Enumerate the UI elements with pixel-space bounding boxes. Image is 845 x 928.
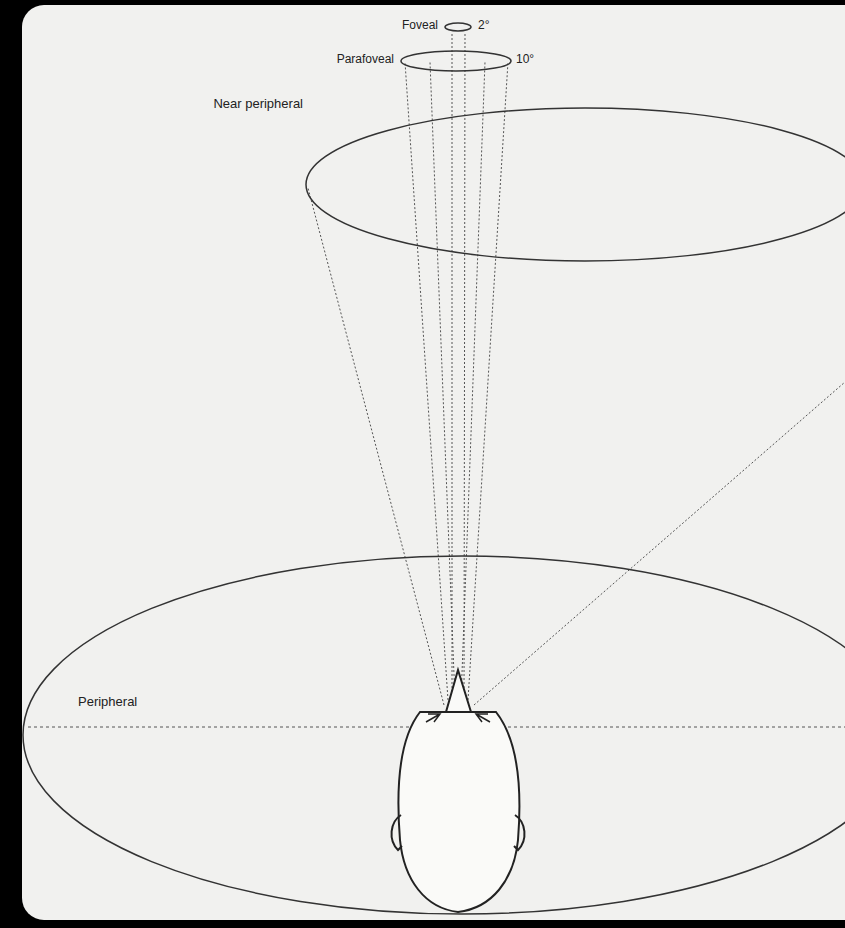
peripheral-field: Peripheral [22,555,845,915]
field-ellipse [444,22,472,32]
field-ellipse [400,50,512,72]
angle-label: 2° [478,19,489,33]
angle-label: 10° [516,53,534,67]
parafoveal-field: Parafoveal10° [400,50,512,72]
field-ellipse [305,107,845,262]
field-label: Foveal [402,19,438,33]
foveal-field: Foveal2° [444,22,472,32]
field-ellipse [22,555,845,915]
field-label: Near peripheral [213,97,303,112]
near-peripheral-field: Near peripheral [305,107,845,262]
field-label: Parafoveal [337,53,394,67]
field-label: Peripheral [78,695,137,710]
